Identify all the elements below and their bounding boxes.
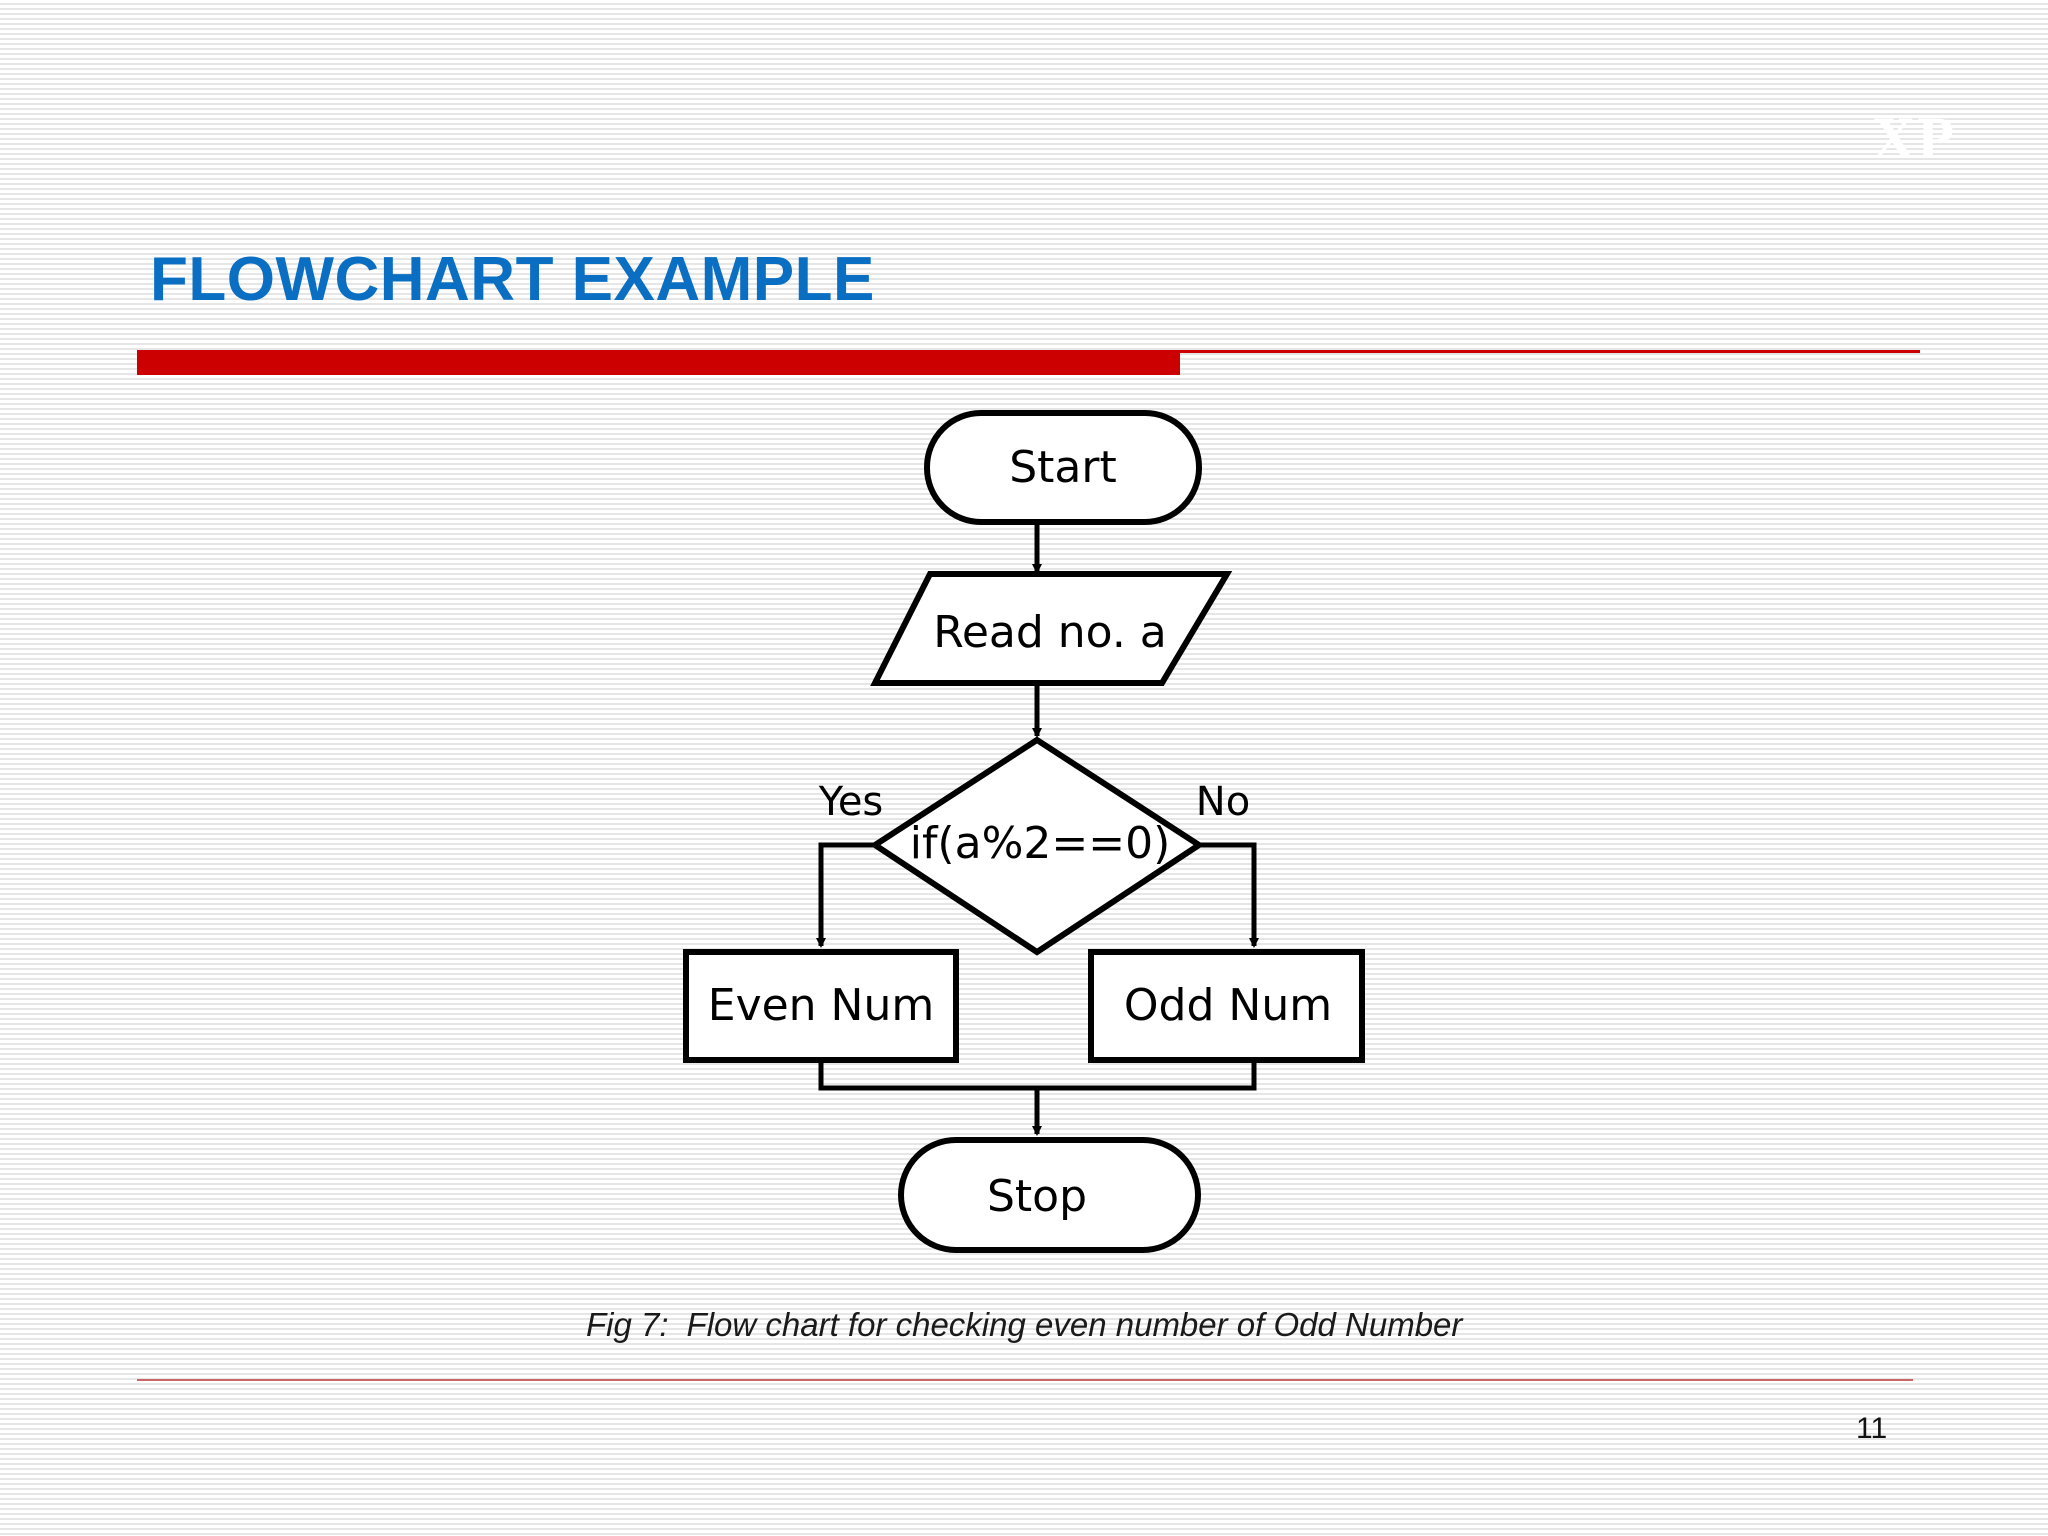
read-label: Read no. a — [933, 607, 1167, 658]
title-underline-thin — [1180, 350, 1920, 353]
start-node: Start — [924, 410, 1202, 525]
odd-label: Odd Num — [1124, 980, 1332, 1031]
decision-label: if(a%2==0) — [910, 818, 1171, 869]
even-node: Even Num — [683, 949, 959, 1063]
arrow-decision-to-odd — [1199, 842, 1259, 948]
figure-caption: Fig 7: Flow chart for checking even numbe… — [586, 1306, 1462, 1344]
start-label: Start — [1009, 442, 1117, 493]
branch-no-label: No — [1196, 779, 1250, 825]
figure-caption-label: Fig 7: — [586, 1306, 669, 1343]
decision-node: if(a%2==0) — [869, 736, 1205, 956]
arrow-decision-to-even — [816, 842, 875, 948]
figure-caption-text: Flow chart for checking even number of O… — [686, 1306, 1463, 1343]
slide-title: FLOWCHART EXAMPLE — [150, 245, 875, 314]
branch-yes-label: Yes — [818, 779, 884, 825]
watermark-logo: XP — [1872, 105, 1956, 171]
footer-divider — [137, 1379, 1913, 1381]
stop-node: Stop — [898, 1137, 1201, 1253]
odd-node: Odd Num — [1088, 949, 1365, 1063]
even-label: Even Num — [708, 980, 934, 1031]
page-number: 11 — [1856, 1412, 1888, 1445]
read-node: Read no. a — [870, 571, 1233, 686]
stop-label: Stop — [987, 1171, 1087, 1222]
title-underline-thick — [137, 350, 1180, 375]
merge-connector — [818, 1060, 1257, 1091]
